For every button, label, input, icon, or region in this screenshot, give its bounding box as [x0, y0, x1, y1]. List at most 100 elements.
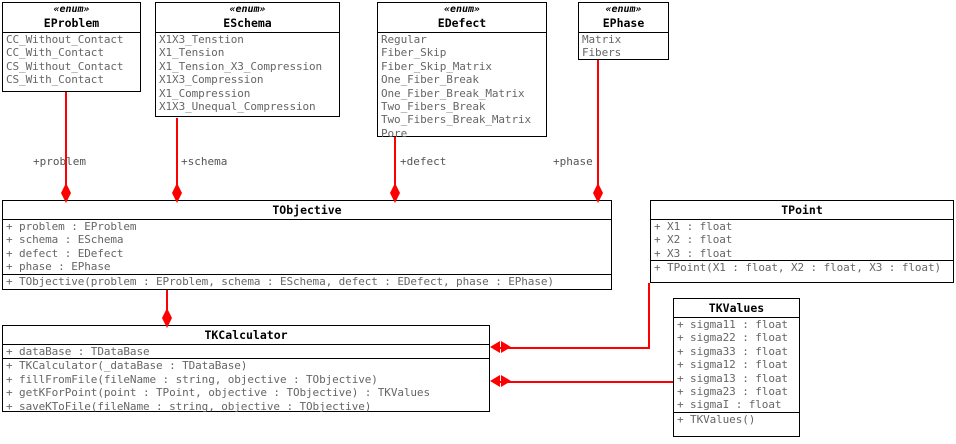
aggregation-diamond-values-calculator — [490, 375, 511, 387]
operation-row: + TKCalculator(_dataBase : TDataBase) — [6, 359, 248, 373]
stereotype-label-eschema: «enum» — [229, 4, 266, 15]
class-header-tpoint: TPoint — [651, 201, 953, 220]
operations-section-tkcalculator: + TKCalculator(_dataBase : TDataBase) + … — [3, 358, 489, 420]
enum-literal: Pore — [381, 126, 408, 140]
aggregation-diamond-schema — [171, 183, 183, 203]
class-header-eschema: «enum» ESchema — [156, 3, 339, 33]
class-box-tkcalculator[interactable]: TKCalculator + dataBase : TDataBase + TK… — [2, 325, 490, 413]
class-header-tkcalculator: TKCalculator — [3, 326, 489, 345]
enum-literal: Regular — [381, 33, 427, 46]
attributes-section-tkvalues: + sigma11 : float + sigma22 : float + si… — [674, 318, 799, 412]
aggregation-diamond-point-calculator — [490, 341, 511, 353]
class-header-ephase: «enum» EPhase — [579, 3, 668, 33]
enum-literal: Fiber_Skip — [381, 46, 447, 60]
section-spacer — [651, 275, 953, 282]
class-name-ephase: EPhase — [602, 16, 645, 30]
edge-line-values-horizontal — [500, 381, 675, 383]
aggregation-diamond-objective-calculator — [161, 308, 173, 328]
aggregation-diamond-phase — [592, 183, 604, 203]
attribute-row: + sigma13 : float — [677, 371, 788, 385]
stereotype-label-ephase: «enum» — [605, 4, 642, 15]
class-box-edefect[interactable]: «enum» EDefect Regular Fiber_Skip Fiber_… — [377, 2, 547, 140]
class-name-eproblem: EProblem — [43, 16, 100, 30]
literals-section-edefect: Regular Fiber_Skip Fiber_Skip_Matrix One… — [378, 33, 546, 140]
literals-section-ephase: Matrix Fibers — [579, 33, 668, 60]
enum-literal: X1X3_Tenstion — [159, 33, 244, 46]
enum-literal: X1X3_Compression — [159, 73, 264, 87]
aggregation-diamond-defect — [389, 183, 401, 203]
class-box-tkvalues[interactable]: TKValues + sigma11 : float + sigma22 : f… — [673, 298, 800, 437]
edge-label-schema: +schema — [181, 155, 228, 168]
attribute-row: + X3 : float — [654, 246, 733, 260]
class-box-ephase[interactable]: «enum» EPhase Matrix Fibers — [578, 2, 669, 60]
attribute-row: + schema : ESchema — [6, 233, 124, 247]
attribute-row: + sigma12 : float — [677, 358, 788, 372]
attribute-row: + phase : EPhase — [6, 260, 111, 274]
class-box-eproblem[interactable]: «enum» EProblem CC_Without_Contact CC_Wi… — [2, 2, 141, 92]
class-box-tobjective[interactable]: TObjective + problem : EProblem + schema… — [2, 200, 612, 290]
operation-row: + fillFromFile(fileName : string, object… — [6, 372, 378, 386]
edge-line-phase — [597, 60, 599, 200]
edge-label-phase: +phase — [553, 155, 593, 168]
section-spacer — [3, 87, 140, 94]
stereotype-label-eproblem: «enum» — [53, 4, 90, 15]
edge-label-defect: +defect — [400, 155, 447, 168]
class-name-tkcalculator: TKCalculator — [204, 328, 288, 342]
attribute-row: + sigma23 : float — [677, 385, 788, 399]
edge-label-problem: +problem — [33, 155, 86, 168]
literals-section-eproblem: CC_Without_Contact CC_With_Contact CS_Wi… — [3, 33, 140, 94]
operation-row: + TObjective(problem : EProblem, schema … — [6, 274, 554, 288]
class-name-tobjective: TObjective — [272, 203, 342, 217]
operations-section-tkvalues: + TKValues() — [674, 411, 799, 433]
aggregation-diamond-problem — [60, 183, 72, 203]
class-name-tkvalues: TKValues — [708, 301, 765, 315]
operation-row: + TKValues() — [677, 412, 756, 426]
class-name-eschema: ESchema — [223, 16, 272, 30]
attribute-row: + X1 : float — [654, 220, 733, 233]
operation-row: + saveKToFile(fileName : string, objecti… — [6, 399, 372, 413]
class-header-edefect: «enum» EDefect — [378, 3, 546, 33]
enum-literal: Fibers — [582, 46, 622, 60]
stereotype-label-edefect: «enum» — [443, 4, 481, 15]
section-spacer — [3, 288, 611, 295]
section-spacer — [674, 426, 799, 433]
attribute-row: + dataBase : TDataBase — [6, 345, 150, 358]
enum-literal: X1X3_Unequal_Compression — [159, 100, 316, 114]
edge-line-schema — [176, 118, 178, 200]
enum-literal: X1_Tension_X3_Compression — [159, 59, 323, 73]
edge-line-problem — [65, 92, 67, 200]
enum-literal: One_Fiber_Break_Matrix — [381, 86, 525, 100]
attribute-row: + sigma22 : float — [677, 331, 788, 345]
class-header-eproblem: «enum» EProblem — [3, 3, 140, 33]
attributes-section-tobjective: + problem : EProblem + schema : ESchema … — [3, 220, 611, 274]
operation-row: + getKForPoint(point : TPoint, objective… — [6, 386, 430, 400]
edge-line-point-vertical — [648, 283, 650, 349]
class-box-tpoint[interactable]: TPoint + X1 : float + X2 : float + X3 : … — [650, 200, 954, 283]
attribute-row: + X2 : float — [654, 233, 733, 247]
attribute-row: + problem : EProblem — [6, 220, 137, 233]
class-name-edefect: EDefect — [437, 16, 487, 30]
enum-literal: CS_With_Contact — [6, 73, 104, 87]
class-name-tpoint: TPoint — [781, 203, 823, 217]
edge-line-defect — [394, 137, 396, 200]
attributes-section-tpoint: + X1 : float + X2 : float + X3 : float — [651, 220, 953, 260]
attributes-section-tkcalculator: + dataBase : TDataBase — [3, 345, 489, 358]
enum-literal: CS_Without_Contact — [6, 59, 124, 73]
enum-literal: Two_Fibers_Break — [381, 100, 486, 114]
class-box-eschema[interactable]: «enum» ESchema X1X3_Tenstion X1_Tension … — [155, 2, 340, 117]
enum-literal: CC_Without_Contact — [6, 33, 124, 46]
edge-line-point-horizontal — [500, 347, 650, 349]
attribute-row: + sigmaI : float — [677, 398, 782, 412]
class-header-tkvalues: TKValues — [674, 299, 799, 318]
attribute-row: + defect : EDefect — [6, 246, 124, 260]
operation-row: + TPoint(X1 : float, X2 : float, X3 : fl… — [654, 261, 941, 275]
enum-literal: CC_With_Contact — [6, 46, 104, 60]
literals-section-eschema: X1X3_Tenstion X1_Tension X1_Tension_X3_C… — [156, 33, 339, 113]
section-spacer — [3, 413, 489, 420]
operations-section-tobjective: + TObjective(problem : EProblem, schema … — [3, 273, 611, 295]
class-header-tobjective: TObjective — [3, 201, 611, 220]
enum-literal: One_Fiber_Break — [381, 73, 479, 87]
operations-section-tpoint: + TPoint(X1 : float, X2 : float, X3 : fl… — [651, 260, 953, 281]
enum-literal: Fiber_Skip_Matrix — [381, 59, 492, 73]
